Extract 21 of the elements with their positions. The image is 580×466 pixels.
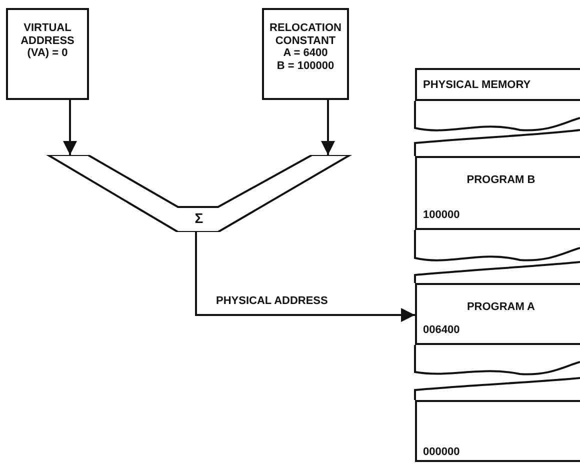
edge-label: PHYSICAL ADDRESS — [214, 295, 330, 307]
process-box — [262, 8, 349, 100]
arrow — [321, 100, 335, 155]
memory-region — [415, 283, 580, 345]
node-label: RELOCATION CONSTANT — [268, 22, 342, 48]
address-value: 006400 — [423, 324, 461, 337]
arrow — [63, 100, 77, 155]
node-label: PHYSICAL MEMORY — [423, 79, 532, 92]
address-value: 100000 — [423, 209, 461, 222]
constant-value: B = 100000 — [276, 60, 334, 73]
address-value: 000000 — [423, 446, 461, 459]
process-box — [6, 8, 89, 100]
constant-value: A = 6400 — [283, 47, 328, 60]
node-label: VIRTUAL ADDRESS (VA) = 0 — [20, 22, 76, 60]
memory-region — [415, 400, 580, 462]
node-label: PROGRAM A — [466, 301, 536, 314]
memory-region — [415, 156, 580, 230]
node-label: PROGRAM B — [466, 174, 536, 187]
sigma-symbol: Σ — [194, 210, 204, 226]
memory-region — [415, 68, 580, 101]
arrow — [195, 232, 415, 322]
